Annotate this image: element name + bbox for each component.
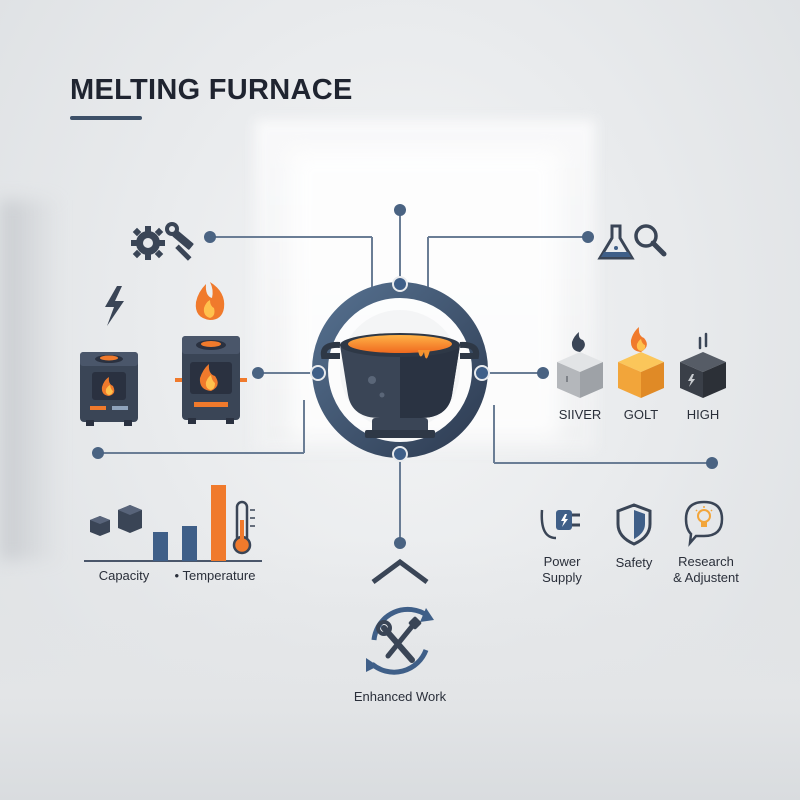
gear-wrench-icon <box>131 222 194 261</box>
connector-nodes <box>92 204 718 549</box>
lightbulb-chat-icon <box>684 500 724 547</box>
material-box-high <box>680 332 726 398</box>
feature-label-power-supply: Power Supply <box>532 554 592 586</box>
temperature-label: • Temperature <box>174 568 256 583</box>
material-label-silver: SIIVER <box>558 407 602 422</box>
feature-label-research: Research & Adjustent <box>664 554 748 586</box>
lightning-icon <box>688 374 695 387</box>
feature-label-safety: Safety <box>604 555 664 571</box>
shield-icon <box>616 503 652 546</box>
feature-label-line: Research <box>678 554 734 569</box>
material-box-gold <box>618 327 664 398</box>
electric-furnace-icon <box>80 352 138 426</box>
melting-pot-icon <box>320 333 480 438</box>
thermometer-icon <box>232 500 255 555</box>
flask-magnifier-icon <box>597 224 667 260</box>
combustion-furnace-icon <box>175 336 247 424</box>
flame-icon <box>195 282 225 320</box>
page-title: MELTING FURNACE <box>70 74 353 106</box>
capacity-temperature-chart <box>84 485 262 562</box>
feature-label-line: Safety <box>615 555 653 570</box>
title-underline <box>70 116 142 120</box>
power-plug-icon <box>540 509 580 540</box>
bar <box>182 526 197 561</box>
lightning-bolt-icon <box>105 286 124 326</box>
capacity-label: Capacity <box>98 568 150 583</box>
bar <box>153 532 168 561</box>
feature-label-line: Power <box>543 554 581 569</box>
background-wall-shadow <box>0 200 60 560</box>
feature-label-line: & Adjustent <box>673 570 739 585</box>
material-label-gold: GOLT <box>623 407 659 422</box>
material-label-high: HIGH <box>686 407 720 422</box>
feature-label-line: Supply <box>542 570 582 585</box>
flame-icon <box>571 332 585 352</box>
material-box-silver <box>557 332 603 398</box>
tools-cycle-icon <box>366 606 434 675</box>
chevron-up-icon <box>371 558 429 585</box>
connector-lines <box>98 210 712 543</box>
bar <box>211 485 226 561</box>
enhanced-work-label: Enhanced Work <box>353 689 447 704</box>
